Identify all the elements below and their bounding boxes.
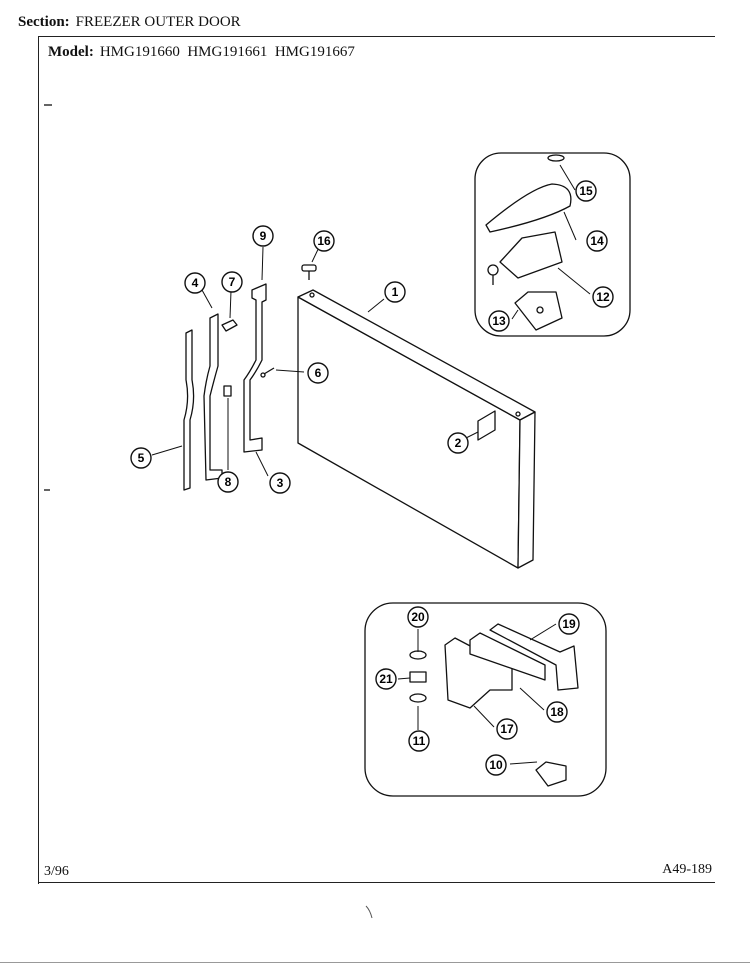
callout-11: 11: [413, 734, 426, 748]
footer-date: 3/96: [44, 864, 69, 879]
door-retainer: [243, 283, 267, 453]
footer-code: A49-189: [662, 862, 712, 877]
door-strip: [183, 329, 195, 491]
section-title: Section: FREEZER OUTER DOOR: [18, 14, 241, 31]
callout-16: 16: [317, 234, 331, 248]
top-hinge-inset: [474, 152, 631, 337]
callout-7: 7: [229, 275, 236, 289]
door-panel: [297, 289, 536, 569]
diagram-frame: [38, 36, 715, 884]
footer-rule: [38, 882, 715, 883]
callout-3: 3: [277, 476, 284, 490]
callout-21: 21: [379, 672, 393, 686]
callout-2: 2: [455, 436, 462, 450]
callout-19: 19: [562, 617, 576, 631]
callout-12: 12: [596, 290, 610, 304]
door-strip-4: [203, 313, 223, 481]
callout-13: 13: [492, 314, 506, 328]
callout-15: 15: [579, 184, 593, 198]
callout-6: 6: [315, 366, 322, 380]
model-label: Model:: [48, 44, 94, 60]
callout-18: 18: [550, 705, 564, 719]
clip: [221, 319, 238, 332]
model-value: HMG191660 HMG191661 HMG191667: [99, 44, 355, 60]
page-bottom-rule: [0, 962, 750, 963]
section-label: Section:: [18, 14, 70, 30]
callout-20: 20: [411, 610, 425, 624]
spacer: [223, 385, 232, 397]
callout-17: 17: [500, 722, 514, 736]
callouts: 1 2 3 4 5 6 7 8 9 10 11 12 13 14 15 16 1…: [130, 180, 614, 776]
callout-14: 14: [590, 234, 604, 248]
callout-10: 10: [489, 758, 503, 772]
bottom-hinge-inset: [364, 602, 607, 797]
callout-5: 5: [138, 451, 145, 465]
callout-9: 9: [260, 229, 267, 243]
callout-4: 4: [192, 276, 199, 290]
section-value: FREEZER OUTER DOOR: [75, 14, 241, 30]
callout-8: 8: [225, 475, 232, 489]
callout-1: 1: [392, 285, 399, 299]
model-title: Model: HMG191660 HMG191661 HMG191667: [48, 44, 355, 61]
